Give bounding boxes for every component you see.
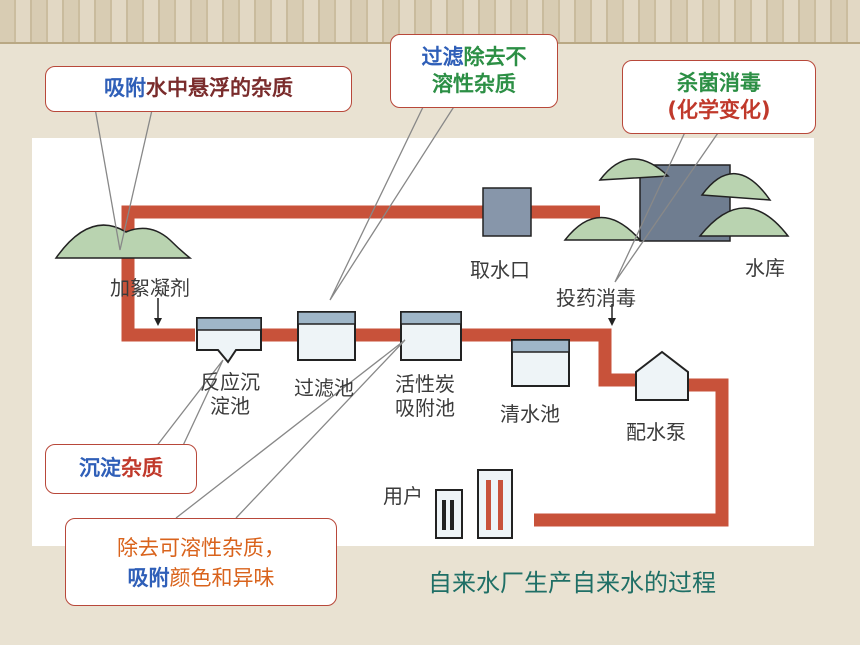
reaction-tank-label-line1: 反应沉: [200, 370, 260, 394]
reaction-tank-label: 反应沉 淀池: [200, 370, 260, 418]
carbon-tank-label-line1: 活性炭: [395, 372, 455, 396]
callout-settle-text: 杂质: [121, 456, 163, 480]
reservoir-label: 水库: [745, 256, 785, 280]
intake-box: [482, 187, 532, 237]
callout-carbon-keyword: 吸附: [127, 566, 170, 590]
clear-water-tank: [511, 339, 570, 387]
user-label: 用户: [383, 484, 423, 508]
pipeline: [121, 205, 729, 527]
callout-filter-text2: 溶性杂质: [432, 72, 516, 96]
hill-left: [54, 224, 193, 259]
reaction-tank-label-line2: 淀池: [210, 394, 250, 418]
callout-disinfect-line2: (化学变化): [667, 98, 771, 122]
callout-adsorb: 吸附水中悬浮的杂质: [45, 66, 352, 112]
callout-filter-text1: 除去不: [463, 45, 527, 69]
callout-filter-keyword: 过滤: [421, 45, 464, 69]
intake-label: 取水口: [470, 258, 530, 282]
callout-adsorb-keyword: 吸附: [104, 76, 146, 100]
pump-label: 配水泵: [626, 420, 686, 444]
callout-settle-keyword: 沉淀: [79, 456, 121, 480]
reaction-tank: [196, 317, 262, 364]
callout-carbon: 除去可溶性杂质， 吸附颜色和异味: [65, 518, 337, 606]
callout-disinfect: 杀菌消毒 (化学变化): [622, 60, 816, 134]
dosing-label: 投药消毒: [556, 286, 636, 310]
carbon-tank: [400, 311, 462, 361]
filter-tank: [297, 311, 356, 361]
callout-filter: 过滤除去不 溶性杂质: [390, 34, 558, 108]
reservoir: [563, 158, 790, 242]
coagulant-label: 加絮凝剂: [110, 276, 190, 300]
pump-house: [635, 350, 689, 401]
callout-carbon-line1: 除去可溶性杂质，: [117, 536, 285, 560]
carbon-tank-label-line2: 吸附池: [395, 396, 455, 420]
figure-caption: 自来水厂生产自来水的过程: [428, 569, 716, 597]
user-buildings: [435, 469, 513, 539]
callout-disinfect-line1: 杀菌消毒: [677, 71, 761, 95]
carbon-tank-label: 活性炭 吸附池: [395, 372, 455, 420]
callout-settle: 沉淀杂质: [45, 444, 197, 494]
callout-adsorb-text: 水中悬浮的杂质: [146, 76, 293, 100]
clear-tank-label: 清水池: [500, 402, 560, 426]
callout-carbon-text: 颜色和异味: [169, 566, 275, 590]
callout-pointers: [94, 104, 721, 519]
filter-tank-label: 过滤池: [294, 376, 354, 400]
